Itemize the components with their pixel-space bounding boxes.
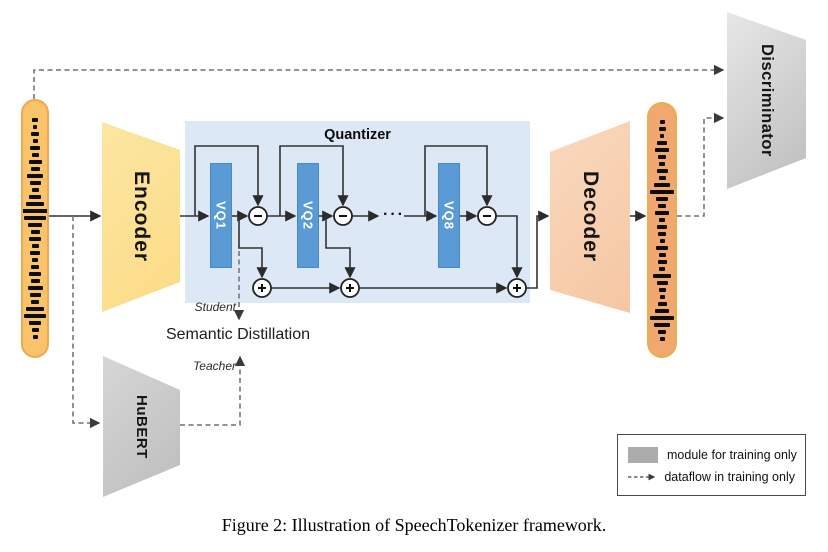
waveform-bar <box>657 259 667 264</box>
waveform-bar <box>655 308 669 313</box>
waveform-bar <box>658 203 666 208</box>
waveform-bar <box>658 175 666 180</box>
waveform-bar <box>31 328 39 332</box>
input-waveform-icon <box>21 99 49 358</box>
waveform-bar <box>657 301 667 306</box>
encoder-block: Encoder <box>102 122 180 312</box>
waveform-bar <box>29 181 41 185</box>
waveform-bar <box>32 118 38 122</box>
waveform-bar <box>657 140 667 145</box>
waveform-bar <box>659 238 665 243</box>
legend-dataflow-row: dataflow in training only <box>628 470 795 484</box>
waveform-bar <box>26 307 44 311</box>
waveform-bar <box>27 174 43 178</box>
waveform-bar <box>658 126 666 131</box>
waveform-bar <box>658 231 666 236</box>
waveform-bar <box>31 188 39 192</box>
teacher-label: Teacher <box>193 359 236 373</box>
discriminator-label: Discriminator <box>758 44 776 157</box>
waveform-bar <box>30 279 40 283</box>
discriminator-block: Discriminator <box>727 12 806 189</box>
legend-module-label: module for training only <box>667 447 797 462</box>
waveform-bar <box>659 161 665 166</box>
waveform-bar <box>658 329 666 334</box>
waveform-bar <box>657 224 667 229</box>
waveform-bar <box>650 315 674 320</box>
waveform-bar <box>654 322 670 327</box>
waveform-bar <box>658 154 666 159</box>
waveform-bar <box>656 280 668 285</box>
waveform-bar <box>32 139 38 143</box>
quantizer-box: Quantizer <box>185 121 530 303</box>
waveform-bar <box>659 336 665 341</box>
waveform-bar <box>30 251 40 255</box>
waveform-bar <box>656 168 668 173</box>
waveform-bar <box>27 286 43 290</box>
vq2-label: VQ2 <box>300 200 316 230</box>
hubert-block: HuBERT <box>103 356 180 497</box>
vq8-label: VQ8 <box>441 200 457 230</box>
quantizer-ellipsis: ··· <box>383 206 405 223</box>
waveform-bar <box>31 265 39 269</box>
waveform-bar <box>659 266 665 271</box>
waveform-bar <box>33 125 37 129</box>
waveform-bar <box>31 132 39 136</box>
waveform-bar <box>656 196 668 201</box>
waveform-bar <box>28 160 42 164</box>
waveform-bar <box>31 244 39 248</box>
vq1-block: VQ1 <box>210 163 232 268</box>
waveform-bar <box>24 216 46 220</box>
waveform-bar <box>656 245 668 250</box>
quantizer-title: Quantizer <box>324 127 391 143</box>
waveform-bar <box>658 287 666 292</box>
waveform-bar <box>32 258 38 262</box>
waveform-bar <box>31 153 39 157</box>
figure-caption: Figure 2: Illustration of SpeechTokenize… <box>221 515 607 535</box>
waveform-bar <box>24 314 46 318</box>
waveform-bar <box>653 273 671 278</box>
dashed-arrow-icon <box>628 473 656 480</box>
decoder-label: Decoder <box>579 171 602 263</box>
waveform-bar <box>650 189 674 194</box>
waveform-bar <box>659 119 665 124</box>
waveform-bar <box>29 293 41 297</box>
training-module-swatch-icon <box>628 446 658 463</box>
waveform-bar <box>660 133 664 138</box>
legend-dataflow-label: dataflow in training only <box>664 469 795 484</box>
waveform-bar <box>29 272 41 276</box>
output-waveform-icon <box>647 102 677 358</box>
waveform-bar <box>29 237 41 241</box>
waveform-bar <box>26 202 44 206</box>
waveform-bar <box>23 209 47 213</box>
waveform-bar <box>30 167 40 171</box>
waveform-bar <box>655 210 669 215</box>
decoder-block: Decoder <box>550 121 630 313</box>
waveform-bar <box>654 182 670 187</box>
vq2-block: VQ2 <box>297 163 319 268</box>
waveform-bar <box>32 335 38 339</box>
student-label: Student <box>194 300 236 314</box>
waveform-bar <box>29 195 41 199</box>
waveform-bar <box>659 294 665 299</box>
legend-module-row: module for training only <box>628 446 797 463</box>
waveform-bar <box>29 321 41 325</box>
waveform-bar <box>659 217 665 222</box>
legend-box: module for training only dataflow in tra… <box>617 434 806 496</box>
semantic-distillation-label: Semantic Distillation <box>165 326 311 343</box>
waveform-bar <box>655 147 669 152</box>
waveform-bar <box>30 146 40 150</box>
waveform-bar <box>31 300 39 304</box>
waveform-bar <box>30 230 40 234</box>
waveform-bar <box>28 223 42 227</box>
encoder-label: Encoder <box>130 171 153 263</box>
hubert-label: HuBERT <box>133 394 150 459</box>
vq1-label: VQ1 <box>213 200 229 230</box>
vq8-block: VQ8 <box>438 163 460 268</box>
waveform-bar <box>658 252 666 257</box>
